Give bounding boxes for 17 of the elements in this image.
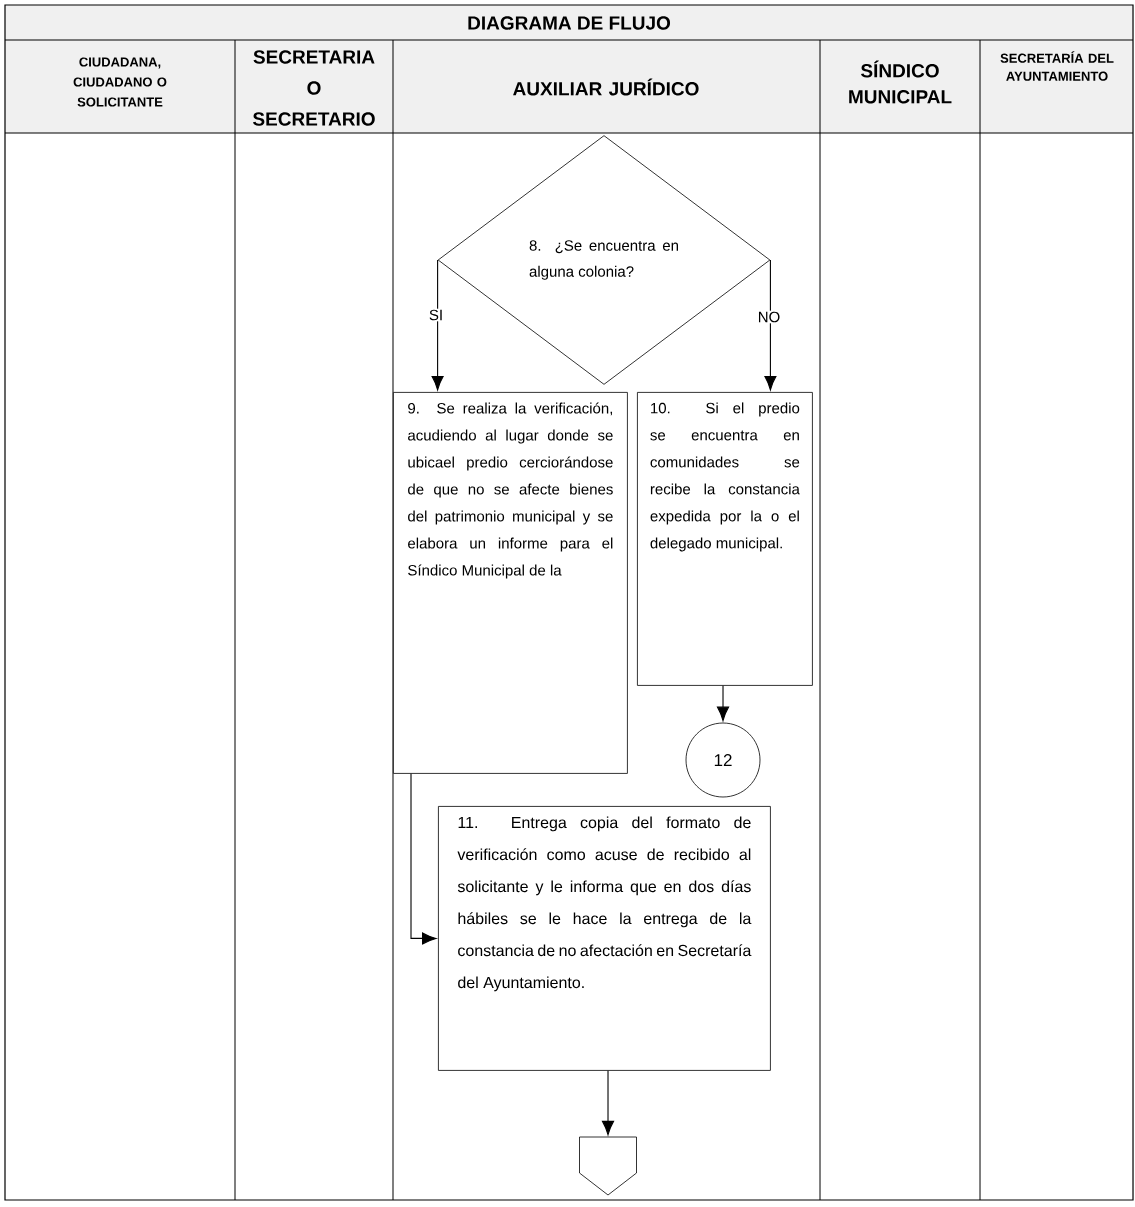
- edge-label: SI: [427, 308, 445, 322]
- column-header: SECRETARIA O SECRETARIO: [252, 50, 375, 126]
- process-box: 9. Se realiza la verificación, acudiendo al lugar donde se ubicael predio cerciorándose de que no se afecte bienes del patrimonio municipal y se elabora un informe para el Síndico Municipal de la: [393, 392, 628, 774]
- edge-label: NO: [756, 310, 782, 324]
- column-header: AUXILIAR JURÍDICO: [513, 78, 699, 96]
- off-page-connector: [579, 1136, 637, 1196]
- arrow: [410, 773, 437, 945]
- column-header: SECRETARÍA DEL AYUNTAMIENTO: [1000, 51, 1114, 81]
- process-box: 11. Entrega copia del formato de verificación como acuse de recibido al solicitante y le informa que en dos días hábiles se le hace la entrega de la constancia de no afectación en Secretaría del Ayuntamiento.: [438, 806, 771, 1071]
- column-header: SÍNDICO MUNICIPAL: [849, 60, 952, 104]
- arrow: [716, 685, 730, 722]
- process-box: 10. Si el predio se encuentra en comunidades se recibe la constancia expedida por la o el delegado municipal.: [637, 392, 813, 686]
- column-header: CIUDADANA, CIUDADANO O SOLICITANTE: [73, 57, 167, 107]
- arrow: [601, 1070, 615, 1136]
- arrow: [431, 259, 444, 391]
- table-title: DIAGRAMA DE FLUJO: [468, 16, 671, 30]
- arrow: [764, 259, 777, 391]
